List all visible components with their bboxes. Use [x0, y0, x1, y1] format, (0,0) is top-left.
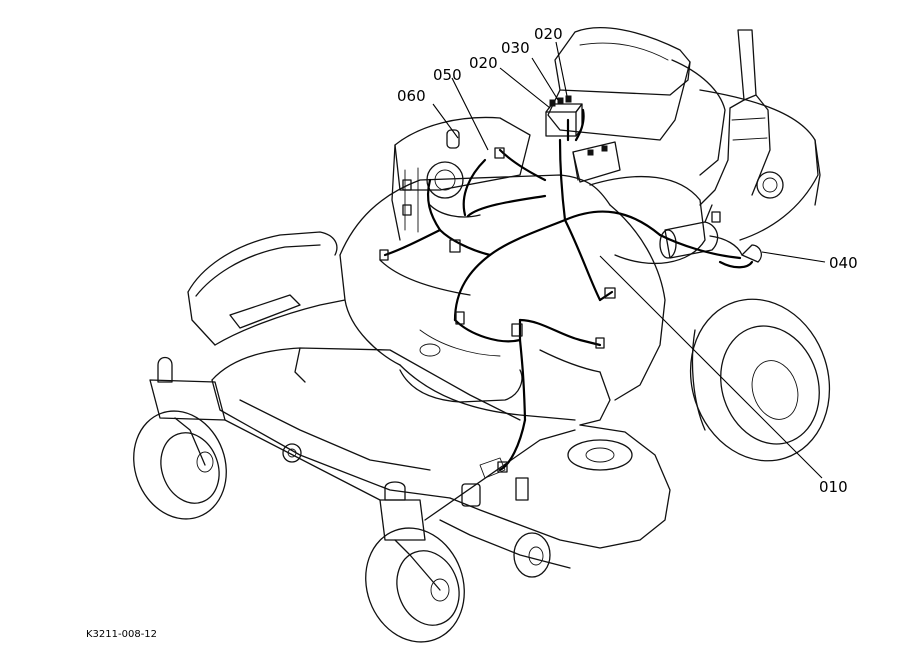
wiring-harness — [379, 108, 754, 473]
hour-meter-icon — [282, 443, 302, 463]
connector-icon — [511, 323, 523, 337]
connector-icon — [497, 461, 508, 473]
callout-030: 030 — [501, 39, 530, 57]
connector-icon — [455, 311, 465, 325]
callout-020-lower: 020 — [469, 54, 498, 72]
front-caster-left — [133, 410, 227, 520]
seat-back — [547, 27, 726, 176]
leader-lines — [432, 41, 826, 479]
callout-labels: 060 050 020 030 020 040 010 — [397, 25, 858, 496]
fuel-cap-icon — [756, 171, 784, 199]
gauge-icon — [426, 161, 464, 199]
mower-deck — [439, 424, 671, 578]
figure-code: K3211-008-12 — [86, 629, 157, 640]
battery — [572, 141, 621, 183]
callout-060: 060 — [397, 87, 426, 105]
deck-pulley-icon — [567, 439, 633, 471]
starter-motor — [659, 204, 762, 263]
rear-wheel — [689, 298, 831, 462]
callout-010: 010 — [819, 478, 848, 496]
rops-frame — [699, 29, 771, 206]
connector-icon — [379, 249, 389, 261]
callout-040: 040 — [829, 254, 858, 272]
front-frame — [149, 356, 576, 541]
connector-icon — [494, 147, 505, 159]
connector-icon — [449, 239, 461, 253]
front-caster-right — [365, 527, 465, 643]
rear-fender — [589, 89, 821, 265]
key-switch-icon — [446, 129, 460, 149]
callout-050: 050 — [433, 66, 462, 84]
main-body — [339, 174, 666, 426]
steering-lever-left — [187, 231, 346, 346]
relay-box-icon — [545, 111, 577, 137]
connector-icon — [604, 287, 616, 299]
deck-gauge-wheel-icon — [513, 532, 551, 578]
dash-panel — [391, 116, 531, 241]
footrest-platform — [211, 347, 521, 499]
connector-icon — [711, 211, 721, 223]
callout-020-upper: 020 — [534, 25, 563, 43]
connector-icon — [595, 337, 605, 349]
